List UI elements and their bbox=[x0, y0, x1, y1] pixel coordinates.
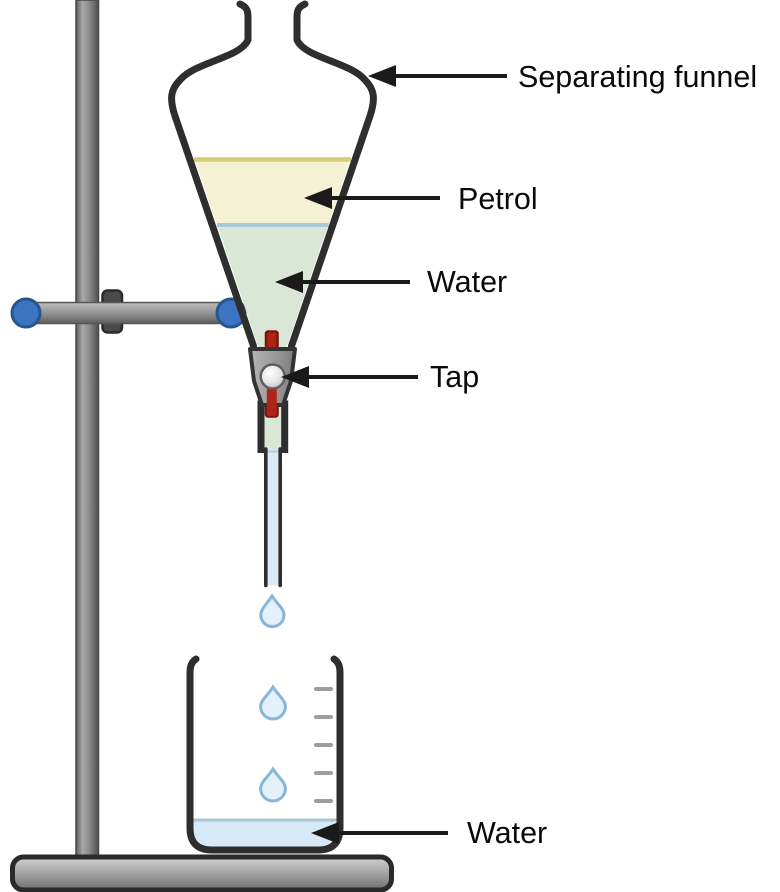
label-separating-funnel: Separating funnel bbox=[518, 60, 757, 94]
arrow-tap bbox=[281, 366, 418, 388]
beaker bbox=[186, 655, 344, 854]
arrow-water-top bbox=[275, 271, 410, 293]
funnel-stem bbox=[257, 400, 289, 588]
arrowhead-left-icon bbox=[281, 366, 309, 388]
water-drop-icon bbox=[259, 593, 286, 629]
beaker-glass-outline bbox=[186, 655, 344, 854]
stem-liquid-column bbox=[267, 449, 279, 586]
tap-handle-lower bbox=[266, 382, 277, 416]
arrowhead-left-icon bbox=[368, 65, 396, 87]
label-water-top: Water bbox=[427, 265, 507, 299]
callout-arrows bbox=[275, 65, 507, 844]
water-layer bbox=[217, 224, 329, 348]
petrol-layer bbox=[194, 157, 351, 225]
callout-labels: Separating funnel Petrol Water Tap Water bbox=[427, 60, 757, 850]
label-water-bottom: Water bbox=[467, 816, 547, 850]
clamp-knob-left bbox=[10, 297, 42, 329]
clamp-arm bbox=[25, 301, 233, 325]
funnel-glass-left bbox=[168, 0, 257, 350]
water-drops bbox=[259, 593, 287, 803]
label-petrol: Petrol bbox=[458, 182, 538, 216]
arrow-petrol bbox=[304, 187, 440, 209]
water-drop-icon bbox=[259, 766, 287, 803]
separating-funnel bbox=[168, 0, 377, 350]
arrowhead-left-icon bbox=[275, 271, 303, 293]
funnel-glass-right bbox=[288, 0, 377, 350]
water-drop-icon bbox=[259, 684, 287, 721]
tap-assembly bbox=[248, 330, 297, 418]
stand-base bbox=[10, 854, 394, 892]
beaker-graduation-marks bbox=[314, 687, 333, 803]
arrow-water-bottom bbox=[311, 822, 448, 844]
tap-ball-valve bbox=[259, 363, 286, 390]
arrowhead-left-icon bbox=[304, 187, 332, 209]
stand-pole bbox=[75, 0, 100, 860]
arrow-separating-funnel bbox=[368, 65, 507, 87]
arrowhead-left-icon bbox=[311, 822, 339, 844]
label-tap: Tap bbox=[430, 360, 479, 394]
retort-stand bbox=[10, 0, 247, 860]
beaker-water-fill bbox=[193, 820, 337, 847]
